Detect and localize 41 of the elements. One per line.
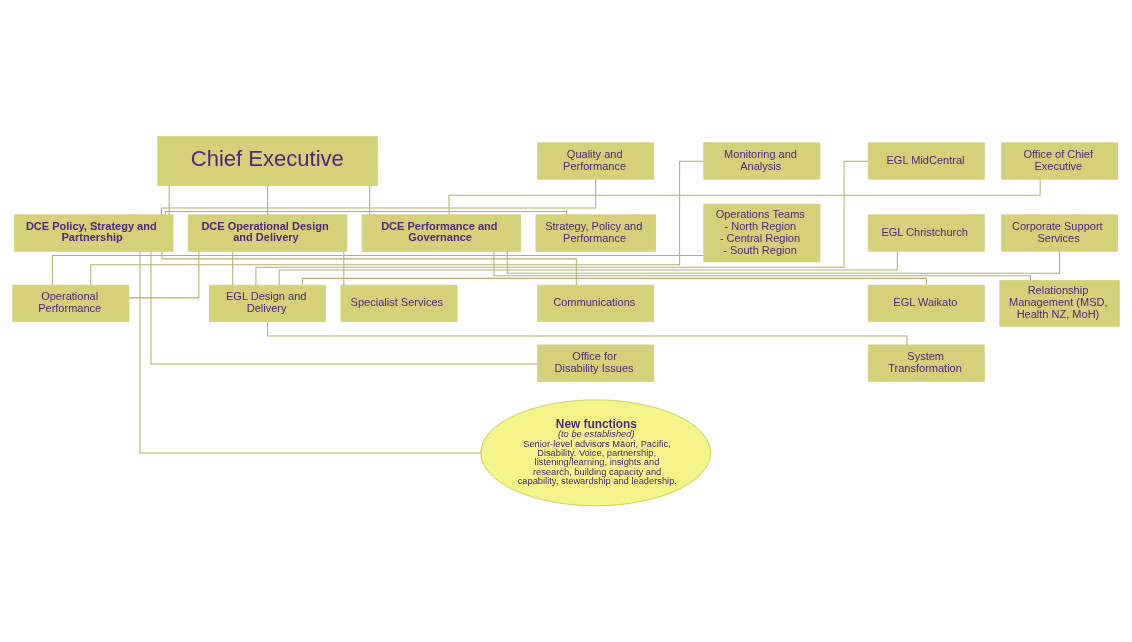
node-box: DCE Performance and Governance	[361, 214, 522, 252]
connector	[343, 251, 345, 286]
connector	[128, 250, 200, 299]
connector	[448, 178, 1041, 216]
node-box: Office of Chief Executive	[1000, 142, 1118, 180]
connector	[278, 250, 898, 286]
node-box: Office for Disability Issues	[537, 344, 655, 382]
node-box: EGL Christchurch	[867, 214, 985, 252]
connector	[506, 250, 1060, 274]
connector	[161, 251, 577, 286]
connector	[232, 251, 234, 286]
connector	[164, 210, 568, 216]
node-box: Relationship Management (MSD, Health NZ, MoH)	[999, 280, 1120, 327]
node-box: Operational Performance	[12, 284, 130, 323]
node-box: EGL MidCentral	[867, 142, 985, 180]
node-box: System Transformation	[867, 344, 985, 382]
node-box: Corporate Support Services	[1000, 214, 1118, 252]
connector	[255, 160, 869, 286]
node-box: Communications	[537, 284, 655, 323]
connector	[168, 185, 170, 216]
node-box: Chief Executive	[157, 135, 378, 186]
node-box: Operations Teams - North Region - Central Region - South Region	[703, 203, 821, 263]
connector	[139, 250, 481, 454]
node-box: Monitoring and Analysis	[703, 142, 821, 180]
connector	[267, 321, 908, 346]
node-box: EGL Waikato	[867, 284, 985, 323]
connector	[52, 254, 705, 286]
node-box: EGL Design and Delivery	[209, 284, 327, 323]
node-ellipse: New functions (to be established) Senior-level advisors Māori, Pacific, Disability. Voice, partnership, listening/learning, insights and research, building capacity and capability, stewardship and leadership.	[480, 399, 711, 507]
node-box: DCE Operational Design and Delivery	[187, 214, 348, 252]
connector	[301, 277, 927, 286]
connector	[150, 251, 539, 365]
connector	[369, 185, 371, 216]
node-box: Quality and Performance	[537, 142, 655, 180]
node-box: DCE Policy, Strategy and Partnership	[14, 214, 174, 252]
node-box: Strategy, Policy and Performance	[535, 214, 656, 252]
connector	[90, 160, 705, 286]
node-box: Specialist Services	[340, 284, 458, 323]
connector	[493, 250, 1031, 281]
connector	[267, 185, 269, 216]
connector	[161, 178, 597, 216]
